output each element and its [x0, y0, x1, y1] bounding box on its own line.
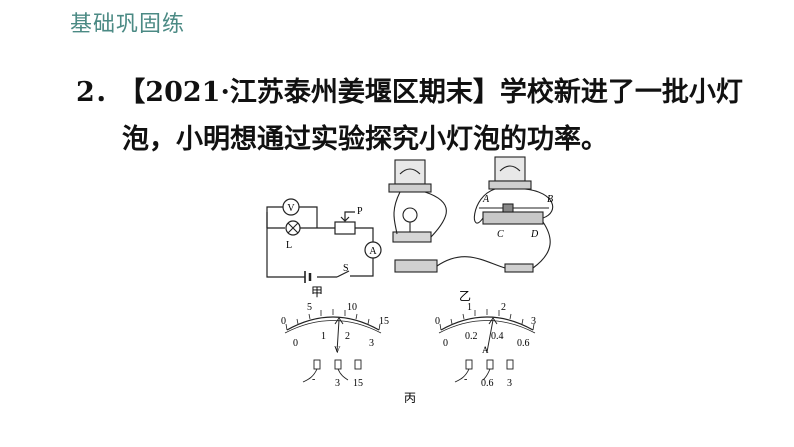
circuit-label-l: L	[286, 240, 292, 251]
experiment-figure-svg: V L P A S A B C D 甲 乙	[266, 156, 554, 405]
voltmeter-dial: 0 5 10 15 0 1 2 3 V - 3 15	[281, 302, 389, 389]
a-outer-3: 3	[531, 316, 536, 327]
circuit-label-s: S	[343, 263, 349, 274]
question-text-1: 【2021·江苏泰州姜堰区期末】学校新进了一批小灯	[131, 77, 743, 108]
ammeter-dial: 0 1 2 3 0 0.2 0.4 0.6 A - 0.6 3	[435, 302, 536, 389]
v-term-neg: -	[312, 374, 315, 385]
v-term-3: 3	[335, 378, 340, 389]
circuit-label-a: A	[369, 246, 377, 257]
v-inner-2: 2	[345, 331, 350, 342]
rheostat-label-c: C	[497, 229, 504, 240]
a-inner-06: 0.6	[517, 338, 530, 349]
circuit-label-p: P	[357, 206, 363, 217]
section-header: 基础巩固练	[70, 12, 186, 37]
lamp-cross	[287, 222, 299, 234]
experiment-figure: V L P A S A B C D 甲 乙	[255, 152, 575, 407]
a-term-06: 0.6	[481, 378, 494, 389]
label-yi: 乙	[459, 289, 471, 303]
a-outer-2: 2	[501, 302, 506, 313]
ammeter-symbol	[364, 241, 382, 259]
rheostat-label-d: D	[530, 229, 539, 240]
v-inner-0: 0	[293, 338, 298, 349]
v-term-15: 15	[353, 378, 363, 389]
apparatus	[388, 156, 554, 273]
v-inner-3: 3	[369, 338, 374, 349]
a-term-3: 3	[507, 378, 512, 389]
rheostat-label-a: A	[482, 194, 490, 205]
ammeter-needle	[486, 319, 494, 353]
circuit-diagram	[266, 206, 374, 283]
a-term-neg: -	[464, 374, 467, 385]
a-outer-1: 1	[467, 302, 472, 313]
label-bing: 丙	[404, 391, 416, 405]
circuit-label-v: V	[287, 203, 295, 214]
v-outer-5: 5	[307, 302, 312, 313]
a-outer-0: 0	[435, 316, 440, 327]
label-jia: 甲	[311, 285, 323, 299]
v-outer-15: 15	[379, 316, 389, 327]
a-inner-04: 0.4	[491, 331, 504, 342]
voltmeter-needle	[336, 319, 340, 353]
rheostat-label-b: B	[547, 194, 553, 205]
v-outer-10: 10	[347, 302, 357, 313]
a-unit: A	[482, 345, 489, 355]
a-inner-02: 0.2	[465, 331, 478, 342]
question-line-1: 2． 【2021·江苏泰州姜堰区期末】学校新进了一批小灯	[76, 70, 743, 109]
voltmeter-symbol	[282, 198, 300, 216]
v-inner-1: 1	[321, 331, 326, 342]
question-number: 2．	[76, 77, 122, 108]
a-inner-0: 0	[443, 338, 448, 349]
question-line-2: 泡，小明想通过实验探究小灯泡的功率。	[122, 124, 608, 155]
v-outer-0: 0	[281, 316, 286, 327]
v-unit: V	[334, 345, 341, 355]
bulb-icon	[402, 207, 418, 223]
